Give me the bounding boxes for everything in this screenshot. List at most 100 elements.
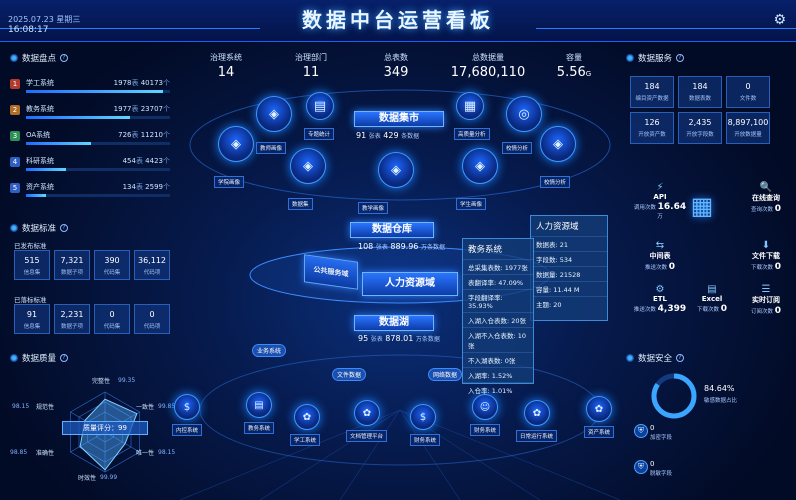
- node-label: 文档管理平台: [346, 430, 388, 442]
- card-label: 数据子项: [60, 270, 83, 276]
- node-topic-icon[interactable]: ▤: [306, 92, 334, 120]
- kpi-value: 349: [383, 65, 409, 80]
- domain-hr[interactable]: 人力资源域: [362, 272, 458, 296]
- node-quality-icon[interactable]: ▦: [456, 92, 484, 120]
- node-label: 学院画像: [214, 176, 245, 188]
- security-percent-label: 敏感数据占比: [704, 398, 738, 404]
- page-title: 数据中台运营看板: [302, 8, 494, 32]
- dim-accuracy-value: 98.85: [10, 449, 28, 456]
- score-label: 质量评分：: [83, 424, 119, 432]
- node-teaching-icon[interactable]: ◈: [378, 152, 414, 188]
- node-doc-icon[interactable]: ✿: [354, 400, 380, 426]
- system-name: OA系统: [26, 131, 51, 139]
- help-icon[interactable]: ?: [676, 54, 685, 62]
- node-label: 内控系统: [172, 424, 203, 436]
- rank-badge: 1: [10, 79, 20, 89]
- help-icon[interactable]: ?: [676, 354, 685, 362]
- node-edu-icon[interactable]: ▤: [246, 392, 272, 418]
- lake-tag-file[interactable]: 文件数据: [332, 368, 367, 381]
- help-icon[interactable]: ?: [60, 224, 69, 232]
- table-count: 1977: [113, 105, 132, 113]
- data-lake-banner[interactable]: 数据湖: [354, 315, 434, 331]
- settings-icon[interactable]: ⚙: [773, 12, 786, 28]
- lake-tag-business[interactable]: 业务系统: [252, 344, 287, 357]
- node-student-affairs-icon[interactable]: ✿: [294, 404, 320, 430]
- mapped-standards-label: 已落标标准: [14, 296, 47, 304]
- card-value: 515: [24, 256, 40, 265]
- dim-uniqueness: 唯一性: [136, 450, 155, 457]
- field-count: 2599: [145, 183, 163, 191]
- service-icon: ⚡: [656, 182, 664, 193]
- rank-badge: 2: [10, 105, 20, 115]
- kpi-label: 总数据量: [472, 53, 504, 62]
- help-icon[interactable]: ?: [60, 354, 69, 362]
- warehouse-stats: 108 张表 889.96 万条数据: [358, 242, 445, 251]
- score-value: 99: [118, 424, 127, 432]
- node-teacher-icon[interactable]: ◈: [256, 96, 292, 132]
- service-item[interactable]: ☰实时订阅订阅次数 0: [738, 284, 794, 316]
- card-label: 开放数据量: [734, 132, 762, 138]
- service-item[interactable]: 🔍在线查询查询次数 0: [738, 182, 794, 214]
- kpi-tables: 总表数 349: [368, 52, 424, 80]
- service-item[interactable]: ⬇文件下载下载次数 0: [738, 240, 794, 272]
- published-standards-label: 已发布标准: [14, 242, 47, 250]
- card-label: 代码项: [143, 270, 161, 276]
- header-date: 2025.07.23 星期三: [8, 15, 81, 24]
- node-finance2-icon[interactable]: ☺: [472, 394, 498, 420]
- node-dataset-icon[interactable]: ◈: [290, 148, 326, 184]
- header-left-wing: [0, 28, 260, 42]
- node-student-icon[interactable]: ◈: [462, 148, 498, 184]
- data-market-banner[interactable]: 数据集市: [354, 111, 444, 127]
- node-daily-icon[interactable]: ✿: [524, 400, 550, 426]
- card-label: 开放字段数: [686, 132, 714, 138]
- progress-fill: [26, 116, 130, 119]
- node-internal-control-icon[interactable]: $: [174, 394, 200, 420]
- rank-badge: 3: [10, 131, 20, 141]
- kpi-unit: G: [585, 70, 592, 78]
- popup-row: 字段翻译率: 35.93%: [463, 289, 533, 312]
- service-label: 文件下载: [752, 252, 780, 260]
- node-label: 教师画像: [256, 142, 287, 154]
- node-finance-icon[interactable]: $: [410, 404, 436, 430]
- node-school-icon[interactable]: ◎: [506, 96, 542, 132]
- system-counts: 1978表 40173个: [114, 78, 170, 88]
- masked-fields-label: 脱敏字段: [650, 471, 673, 477]
- card-label: 数据子项: [60, 324, 83, 330]
- system-name: 教务系统: [26, 105, 54, 113]
- popup-edu-system[interactable]: 教务系统 总采集表数: 1977张表翻译率: 47.09%字段翻译率: 35.9…: [462, 238, 534, 395]
- help-icon[interactable]: ?: [60, 54, 69, 62]
- service-item[interactable]: ⇆中间表推送次数 0: [632, 240, 688, 272]
- lake-tag-network[interactable]: 网络数据: [428, 368, 463, 381]
- card-label: 编目资产数据: [635, 96, 669, 102]
- node-asset-icon[interactable]: ✿: [586, 396, 612, 422]
- node-label: 学工系统: [290, 434, 321, 446]
- warehouse-records: 889.96: [390, 242, 419, 251]
- data-warehouse-banner[interactable]: 数据仓库: [350, 222, 434, 238]
- node-college-icon[interactable]: ◈: [218, 126, 254, 162]
- service-label: API: [653, 193, 667, 201]
- node-analysis-icon[interactable]: ◈: [540, 126, 576, 162]
